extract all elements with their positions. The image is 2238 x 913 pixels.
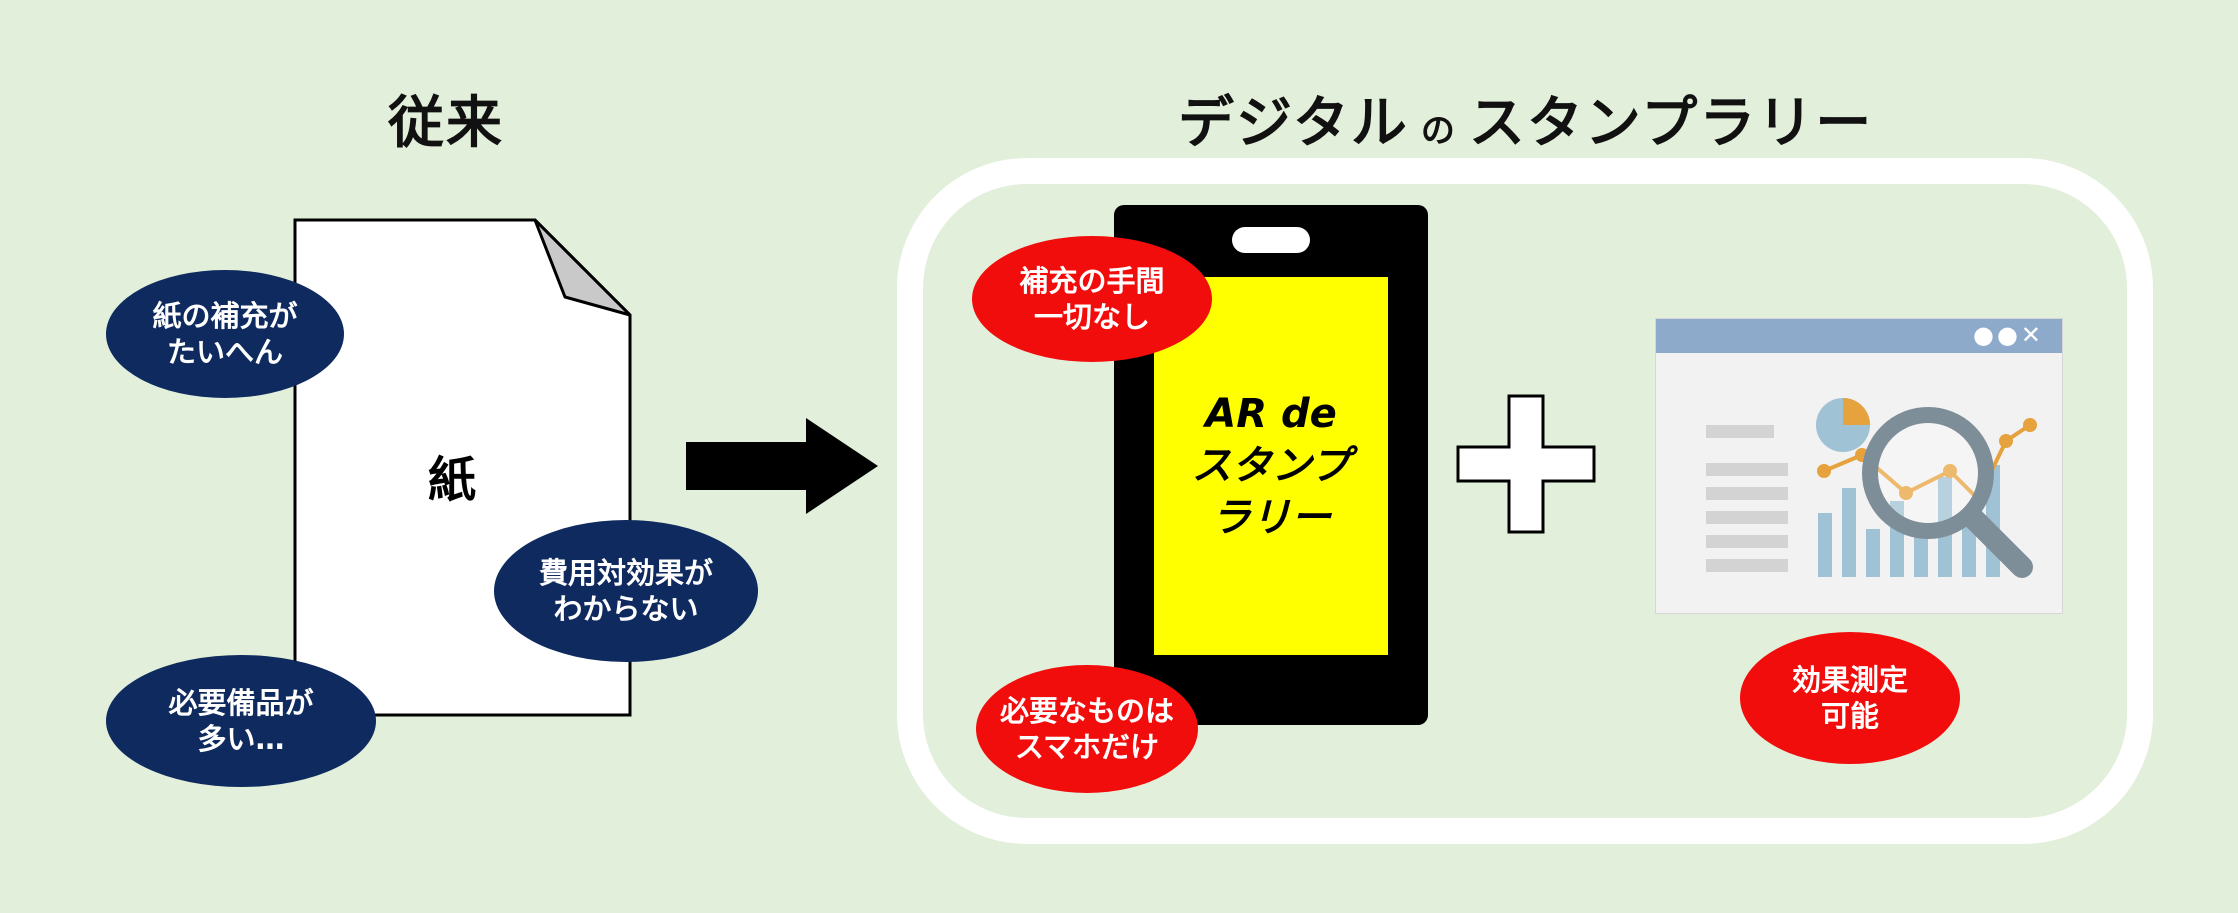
digital-panel bbox=[897, 158, 2153, 844]
bubble-many-supplies: 必要備品が 多い… bbox=[106, 655, 376, 787]
bubble-cost-effectiveness: 費用対効果が わからない bbox=[494, 520, 758, 662]
magnifier-icon bbox=[1862, 407, 2033, 578]
window-controls: ●●✕ bbox=[1973, 321, 2044, 349]
heading-stamp-rally: スタンプラリー bbox=[1468, 91, 1874, 156]
bubble-paper-refill: 紙の補充が たいへん bbox=[106, 270, 344, 398]
heading-digital: デジタル bbox=[1178, 91, 1409, 156]
phone-speaker bbox=[1232, 227, 1310, 253]
window-titlebar: ●●✕ bbox=[1656, 319, 2062, 353]
heading-digital-stamp-rally: デジタルのスタンプラリー bbox=[1178, 78, 1873, 159]
bubble-measurable: 効果測定 可能 bbox=[1740, 632, 1960, 764]
paper-label: 紙 bbox=[428, 452, 477, 508]
smartphone-icon: AR de スタンプ ラリー bbox=[1114, 205, 1428, 725]
pie-chart bbox=[1816, 398, 1870, 452]
bubble-smartphone-only: 必要なものは スマホだけ bbox=[976, 665, 1198, 793]
bubble-no-refill: 補充の手間 一切なし bbox=[972, 236, 1212, 362]
dashboard-graphics bbox=[1706, 398, 2037, 578]
analytics-dashboard-icon: ●●✕ bbox=[1655, 318, 2063, 614]
screen-text: AR de スタンプ ラリー bbox=[1191, 391, 1351, 541]
heading-particle: の bbox=[1420, 111, 1457, 151]
phone-screen: AR de スタンプ ラリー bbox=[1154, 277, 1388, 655]
heading-conventional: 従来 bbox=[388, 91, 504, 156]
arrow-right-icon bbox=[686, 418, 878, 514]
text-lines bbox=[1706, 425, 1788, 572]
plus-icon bbox=[1456, 394, 1596, 534]
